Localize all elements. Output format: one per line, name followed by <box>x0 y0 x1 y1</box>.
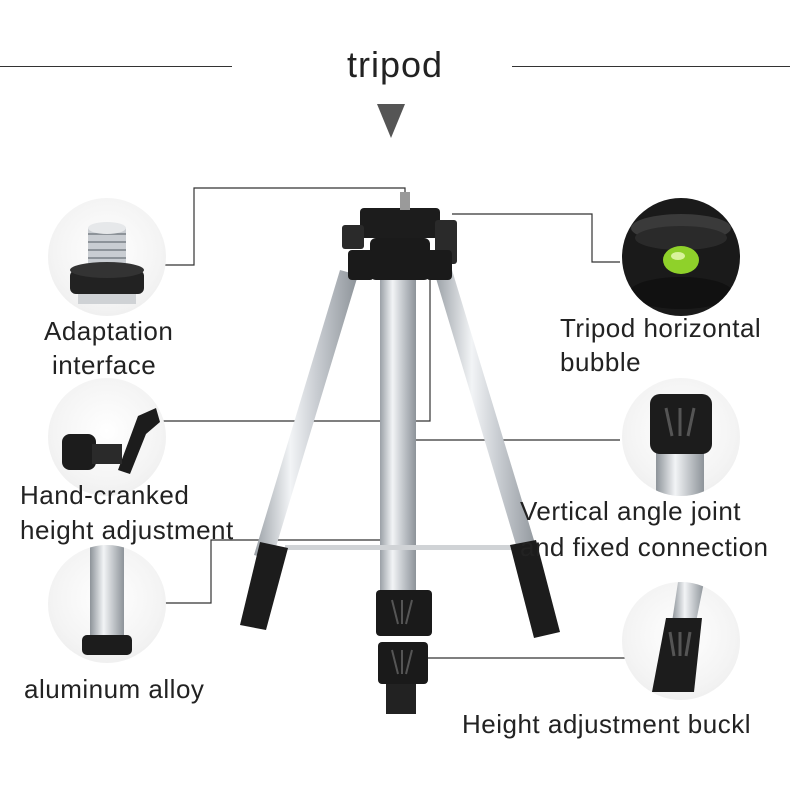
page-title: tripod <box>346 44 444 85</box>
hand-crank-label-line1: Hand-cranked <box>20 480 190 510</box>
adaptation-label-line2: interface <box>52 350 157 380</box>
joint-label-line2: and fixed connection <box>520 532 769 562</box>
adaptation-label-line1: Adaptation <box>44 316 174 346</box>
bubble-label-line1: Tripod horizontal <box>560 313 762 343</box>
adaptation-interface-photo <box>48 198 166 316</box>
bubble-label-line2: bubble <box>560 347 642 377</box>
height-buckle-photo <box>622 582 740 700</box>
vertical-joint-photo <box>622 378 740 496</box>
joint-label-line1: Vertical angle joint <box>520 496 742 526</box>
title-rule-right <box>512 66 790 67</box>
horizontal-bubble-photo <box>622 198 740 316</box>
tripod-image <box>230 180 570 720</box>
buckle-label: Height adjustment buckl <box>462 709 751 739</box>
aluminum-alloy-label: aluminum alloy <box>24 674 205 704</box>
title-rule-left <box>0 66 232 67</box>
aluminum-alloy-photo <box>48 545 166 663</box>
hand-crank-photo <box>48 378 166 496</box>
down-triangle-icon <box>377 104 405 138</box>
hand-crank-label-line2: height adjustment <box>20 515 234 545</box>
